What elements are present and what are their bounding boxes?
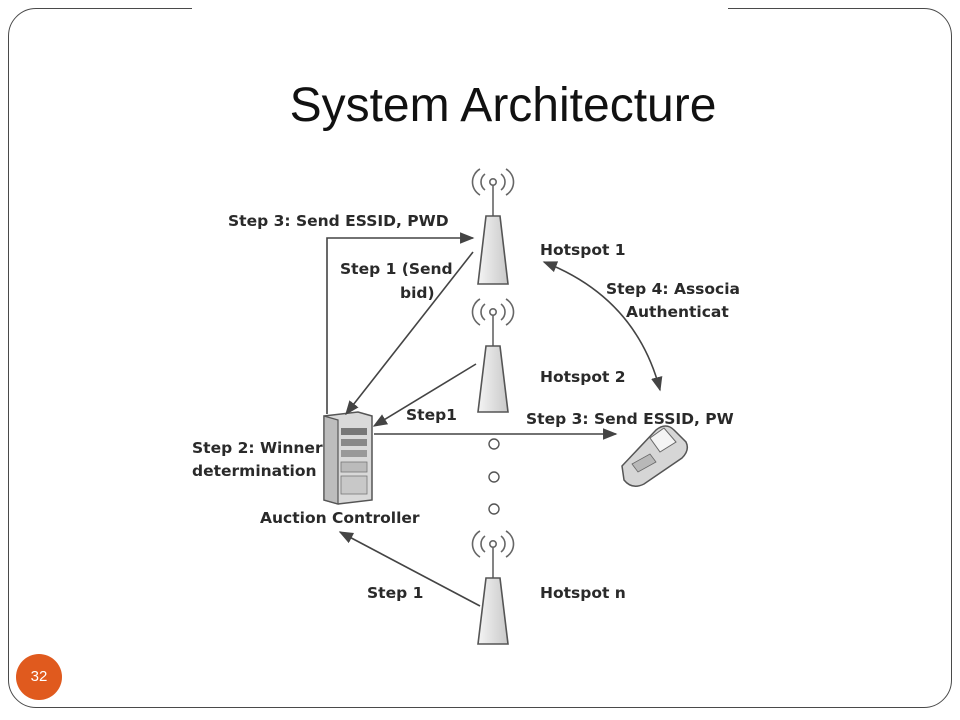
step1-send-bid-line2: bid)	[400, 284, 435, 302]
wifi-signal-icon	[471, 168, 515, 216]
wifi-signal-icon	[471, 298, 515, 346]
hotspot-1-label: Hotspot 1	[540, 241, 626, 259]
step1-hotspot2-label: Step1	[406, 406, 457, 424]
auction-controller-label: Auction Controller	[260, 509, 420, 527]
phone-icon	[621, 425, 689, 487]
step1-send-bid-line1: Step 1 (Send	[340, 260, 453, 278]
antenna-tower-icon	[477, 577, 509, 645]
step1-hotspot2-arrow	[372, 363, 477, 427]
hotspot-n-node: Hotspot n	[471, 530, 626, 645]
step1-hotspot-n-label: Step 1	[367, 584, 423, 602]
step4-label-line1: Step 4: Associa	[606, 280, 740, 298]
step3-top-label: Step 3: Send ESSID, PWD	[228, 212, 449, 230]
hotspot-n-label: Hotspot n	[540, 584, 626, 602]
architecture-diagram: Hotspot 1 Hotspot 2	[188, 158, 740, 646]
step4-label-line2: Authenticat	[626, 303, 729, 321]
step3-to-hotspot1-arrow	[326, 232, 475, 414]
page-number-badge: 32	[16, 654, 62, 700]
step2-label-line2: determination	[192, 462, 317, 480]
hotspot-2-node: Hotspot 2	[471, 298, 626, 413]
wifi-signal-icon	[471, 530, 515, 578]
ellipsis-dots-icon	[488, 438, 500, 515]
step1-hotspot-n-arrow	[338, 531, 481, 607]
step1-hotspot1-arrow	[345, 251, 474, 416]
server-icon	[323, 411, 373, 505]
slide-frame	[8, 8, 952, 708]
hotspot-1-node: Hotspot 1	[471, 168, 626, 285]
step2-label-line1: Step 2: Winner	[192, 439, 323, 457]
antenna-tower-icon	[477, 345, 509, 413]
antenna-tower-icon	[477, 215, 509, 285]
slide-title: System Architecture	[289, 79, 717, 132]
step3-client-label: Step 3: Send ESSID, PW	[526, 410, 734, 428]
step4-association-arrow	[542, 261, 663, 392]
title-gap	[192, 2, 728, 14]
hotspot-2-label: Hotspot 2	[540, 368, 626, 386]
